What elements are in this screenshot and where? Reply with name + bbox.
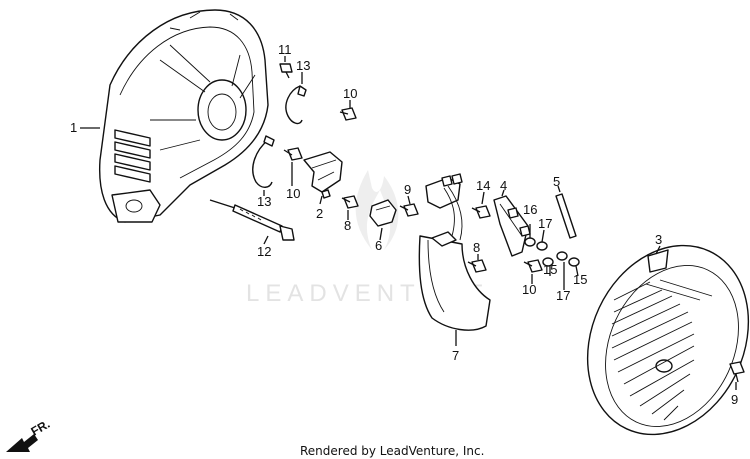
part-bolt-10-mid (283, 147, 303, 161)
part-bolt-10-upper (339, 107, 357, 121)
callout-1: 1 (70, 120, 77, 135)
callout-5: 5 (553, 174, 560, 189)
part-bolt-10-right (523, 259, 543, 273)
part-screw-8-left (341, 195, 359, 209)
callout-10-upper: 10 (343, 86, 357, 101)
part-washer-15-left (542, 257, 554, 267)
callout-7: 7 (452, 348, 459, 363)
callout-labels: 1 11 13 10 13 10 2 12 8 6 9 14 4 5 16 17… (70, 42, 738, 407)
callout-4: 4 (500, 178, 507, 193)
part-screw-11 (279, 63, 293, 79)
part-plate-4 (493, 195, 531, 257)
part-strip-5 (555, 193, 577, 239)
part-washer-16 (524, 237, 536, 247)
callout-13-upper: 13 (296, 58, 310, 73)
part-block-6 (369, 199, 397, 227)
part-washer-15-right (568, 257, 580, 267)
callout-10-mid: 10 (286, 186, 300, 201)
part-screw-14 (471, 205, 491, 219)
part-washer-17-upper (536, 241, 548, 251)
callout-9-right: 9 (731, 392, 738, 407)
callout-8-left: 8 (344, 218, 351, 233)
callout-6: 6 (375, 238, 382, 253)
callout-11: 11 (278, 42, 292, 57)
watermark-flame-icon (355, 170, 399, 250)
part-screw-8-mid (467, 259, 487, 273)
callout-3: 3 (655, 232, 662, 247)
part-cover-7 (418, 173, 491, 331)
callout-13-lower: 13 (257, 194, 271, 209)
callout-14: 14 (476, 178, 490, 193)
part-fan-case (98, 9, 269, 223)
part-clip-upper (285, 85, 307, 125)
part-screw-9-upper (399, 203, 419, 217)
callout-10-right: 10 (522, 282, 536, 297)
part-bracket-2 (303, 151, 343, 199)
fan-case-vents (114, 129, 151, 183)
callout-9-upper: 9 (404, 182, 411, 197)
part-clip-lower (252, 135, 275, 188)
part-bolt-long (209, 199, 295, 241)
part-screw-9-right (729, 361, 745, 383)
callout-2: 2 (316, 206, 323, 221)
part-grill-cover-3 (586, 244, 750, 436)
callout-17-lower: 17 (556, 288, 570, 303)
callout-8-mid: 8 (473, 240, 480, 255)
callout-15-right: 15 (573, 272, 587, 287)
grill-slots (611, 279, 713, 421)
callout-15-left: 15 (543, 262, 557, 277)
front-direction-arrow-icon: FR. (6, 417, 52, 452)
front-direction-label: FR. (29, 417, 53, 439)
callout-17-upper: 17 (538, 216, 552, 231)
leader-lines (80, 56, 737, 390)
callout-16: 16 (523, 202, 537, 217)
footer-credit: Rendered by LeadVenture, Inc. (300, 444, 484, 458)
part-washer-17-lower (556, 251, 568, 261)
callout-12: 12 (257, 244, 271, 259)
